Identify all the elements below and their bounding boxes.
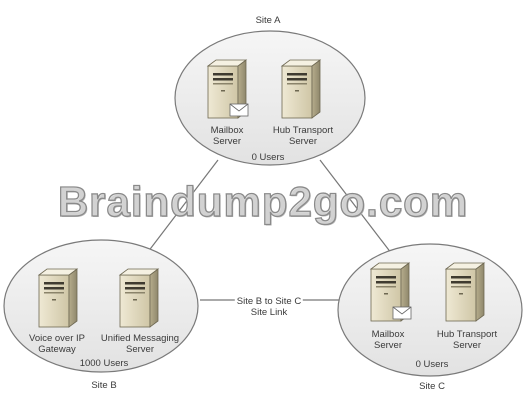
site-a-hub-transport-server-icon (281, 59, 321, 119)
site-b-voip-gateway-icon (38, 268, 78, 328)
site-link-a-c (319, 159, 399, 263)
site-a-name: Site A (255, 15, 281, 26)
site-c-mailbox-server-icon (370, 262, 412, 322)
site-c-users: 0 Users (415, 359, 449, 370)
site-a-mailbox-server-icon (207, 59, 249, 119)
watermark: Braindump2go.com (57, 177, 469, 225)
site-a-ellipse (174, 30, 366, 166)
site-b-users: 1000 Users (79, 358, 129, 369)
site-c-ellipse (337, 243, 523, 377)
site-c-name: Site C (419, 381, 445, 392)
site-a-users: 0 Users (251, 152, 285, 163)
site-link-a-b (137, 159, 219, 266)
site-b-unified-messaging-server-icon (119, 268, 159, 328)
site-c-hub-transport-server-icon (445, 262, 485, 322)
site-b-name: Site B (91, 380, 117, 391)
